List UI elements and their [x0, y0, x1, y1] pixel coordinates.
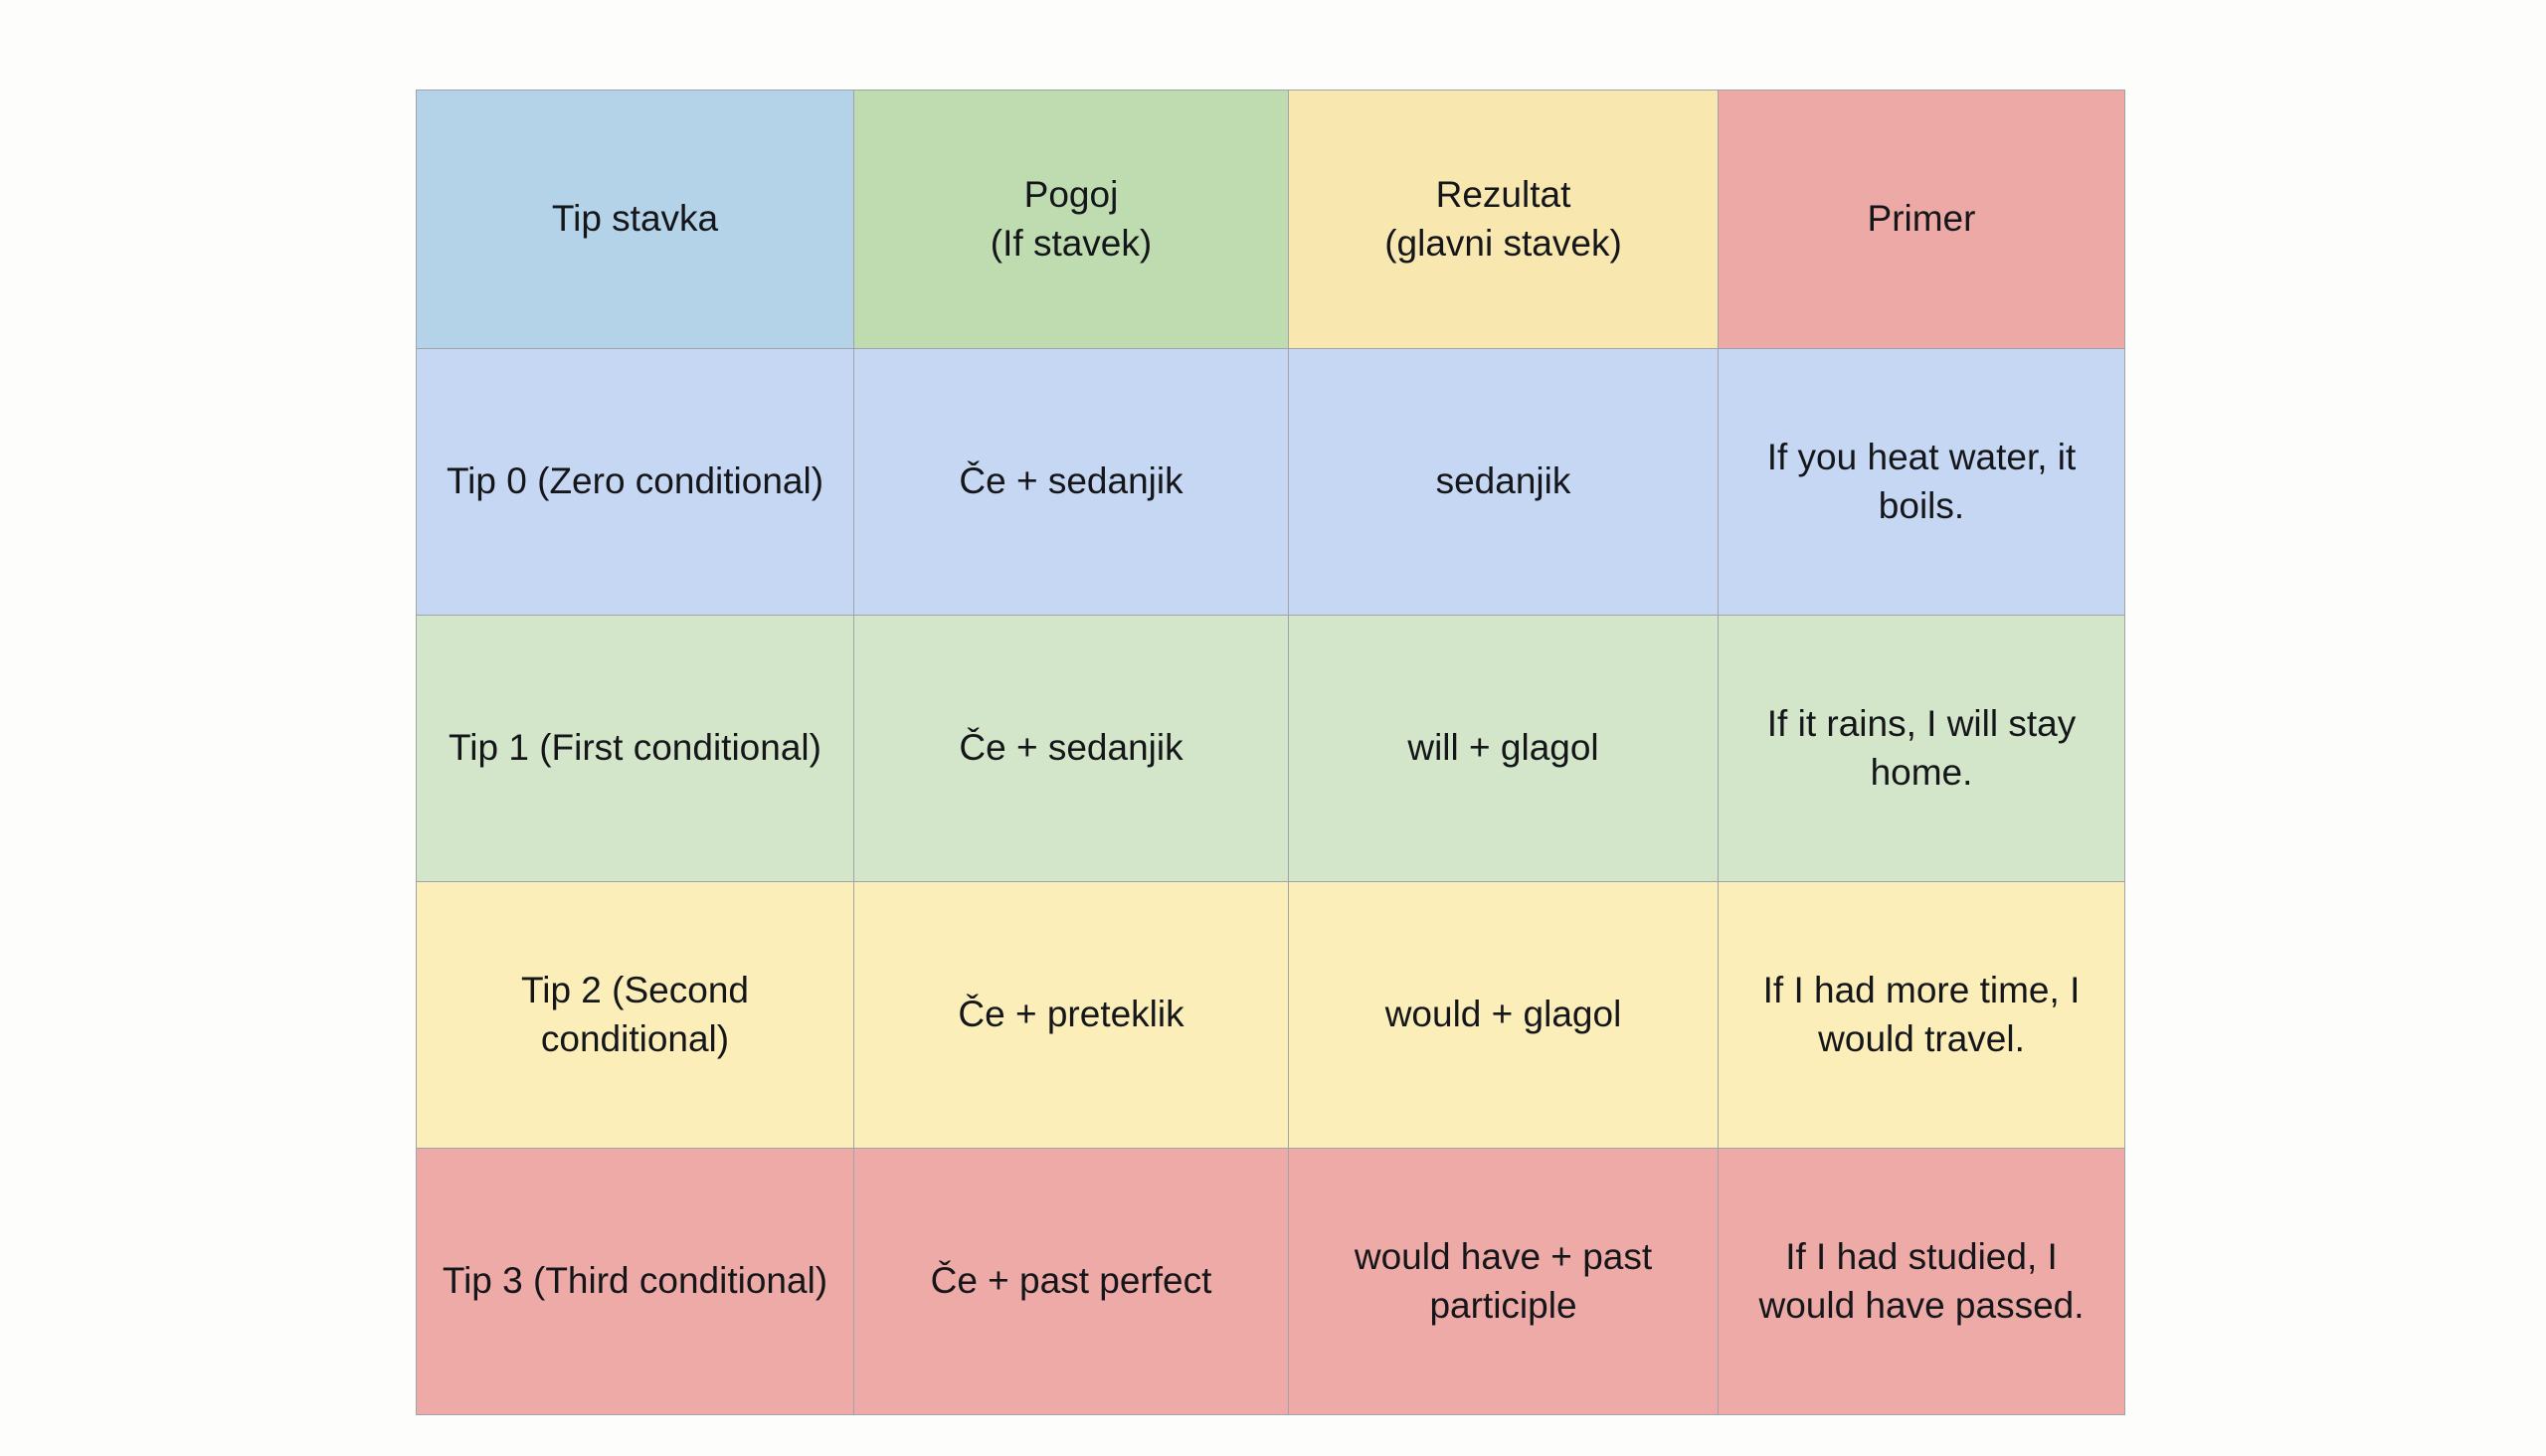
cell-example: If it rains, I will stay home. [1718, 615, 2125, 882]
table-header-row: Tip stavka Pogoj (If stavek) Rezultat (g… [416, 90, 2125, 349]
table-row: Tip 3 (Third conditional) Če + past perf… [416, 1148, 2125, 1415]
column-header-result-sublabel: (glavni stavek) [1384, 222, 1622, 264]
cell-condition: Če + sedanjik [853, 615, 1289, 882]
cell-result: sedanjik [1288, 348, 1719, 616]
table-row: Tip 2 (Second conditional) Če + pretekli… [416, 881, 2125, 1149]
conditionals-table: Tip stavka Pogoj (If stavek) Rezultat (g… [416, 90, 2125, 1415]
conditionals-table-container: Tip stavka Pogoj (If stavek) Rezultat (g… [416, 90, 2125, 1415]
column-header-example: Primer [1718, 90, 2125, 349]
cell-type: Tip 2 (Second conditional) [416, 881, 854, 1149]
column-header-example-label: Primer [1867, 198, 1976, 240]
column-header-condition: Pogoj (If stavek) [853, 90, 1289, 349]
cell-example: If I had studied, I would have passed. [1718, 1148, 2125, 1415]
cell-condition: Če + sedanjik [853, 348, 1289, 616]
cell-condition: Če + past perfect [853, 1148, 1289, 1415]
cell-result: will + glagol [1288, 615, 1719, 882]
cell-result: would have + past participle [1288, 1148, 1719, 1415]
column-header-result-label: Rezultat [1435, 173, 1571, 215]
column-header-type: Tip stavka [416, 90, 854, 349]
table-row: Tip 0 (Zero conditional) Če + sedanjik s… [416, 348, 2125, 616]
column-header-type-label: Tip stavka [551, 198, 719, 240]
cell-example: If you heat water, it boils. [1718, 348, 2125, 616]
column-header-condition-sublabel: (If stavek) [990, 222, 1153, 264]
column-header-result: Rezultat (glavni stavek) [1288, 90, 1719, 349]
cell-type: Tip 0 (Zero conditional) [416, 348, 854, 616]
column-header-condition-label: Pogoj [1023, 173, 1119, 215]
cell-type: Tip 1 (First conditional) [416, 615, 854, 882]
cell-example: If I had more time, I would travel. [1718, 881, 2125, 1149]
cell-condition: Če + preteklik [853, 881, 1289, 1149]
cell-type: Tip 3 (Third conditional) [416, 1148, 854, 1415]
cell-result: would + glagol [1288, 881, 1719, 1149]
table-row: Tip 1 (First conditional) Če + sedanjik … [416, 615, 2125, 882]
